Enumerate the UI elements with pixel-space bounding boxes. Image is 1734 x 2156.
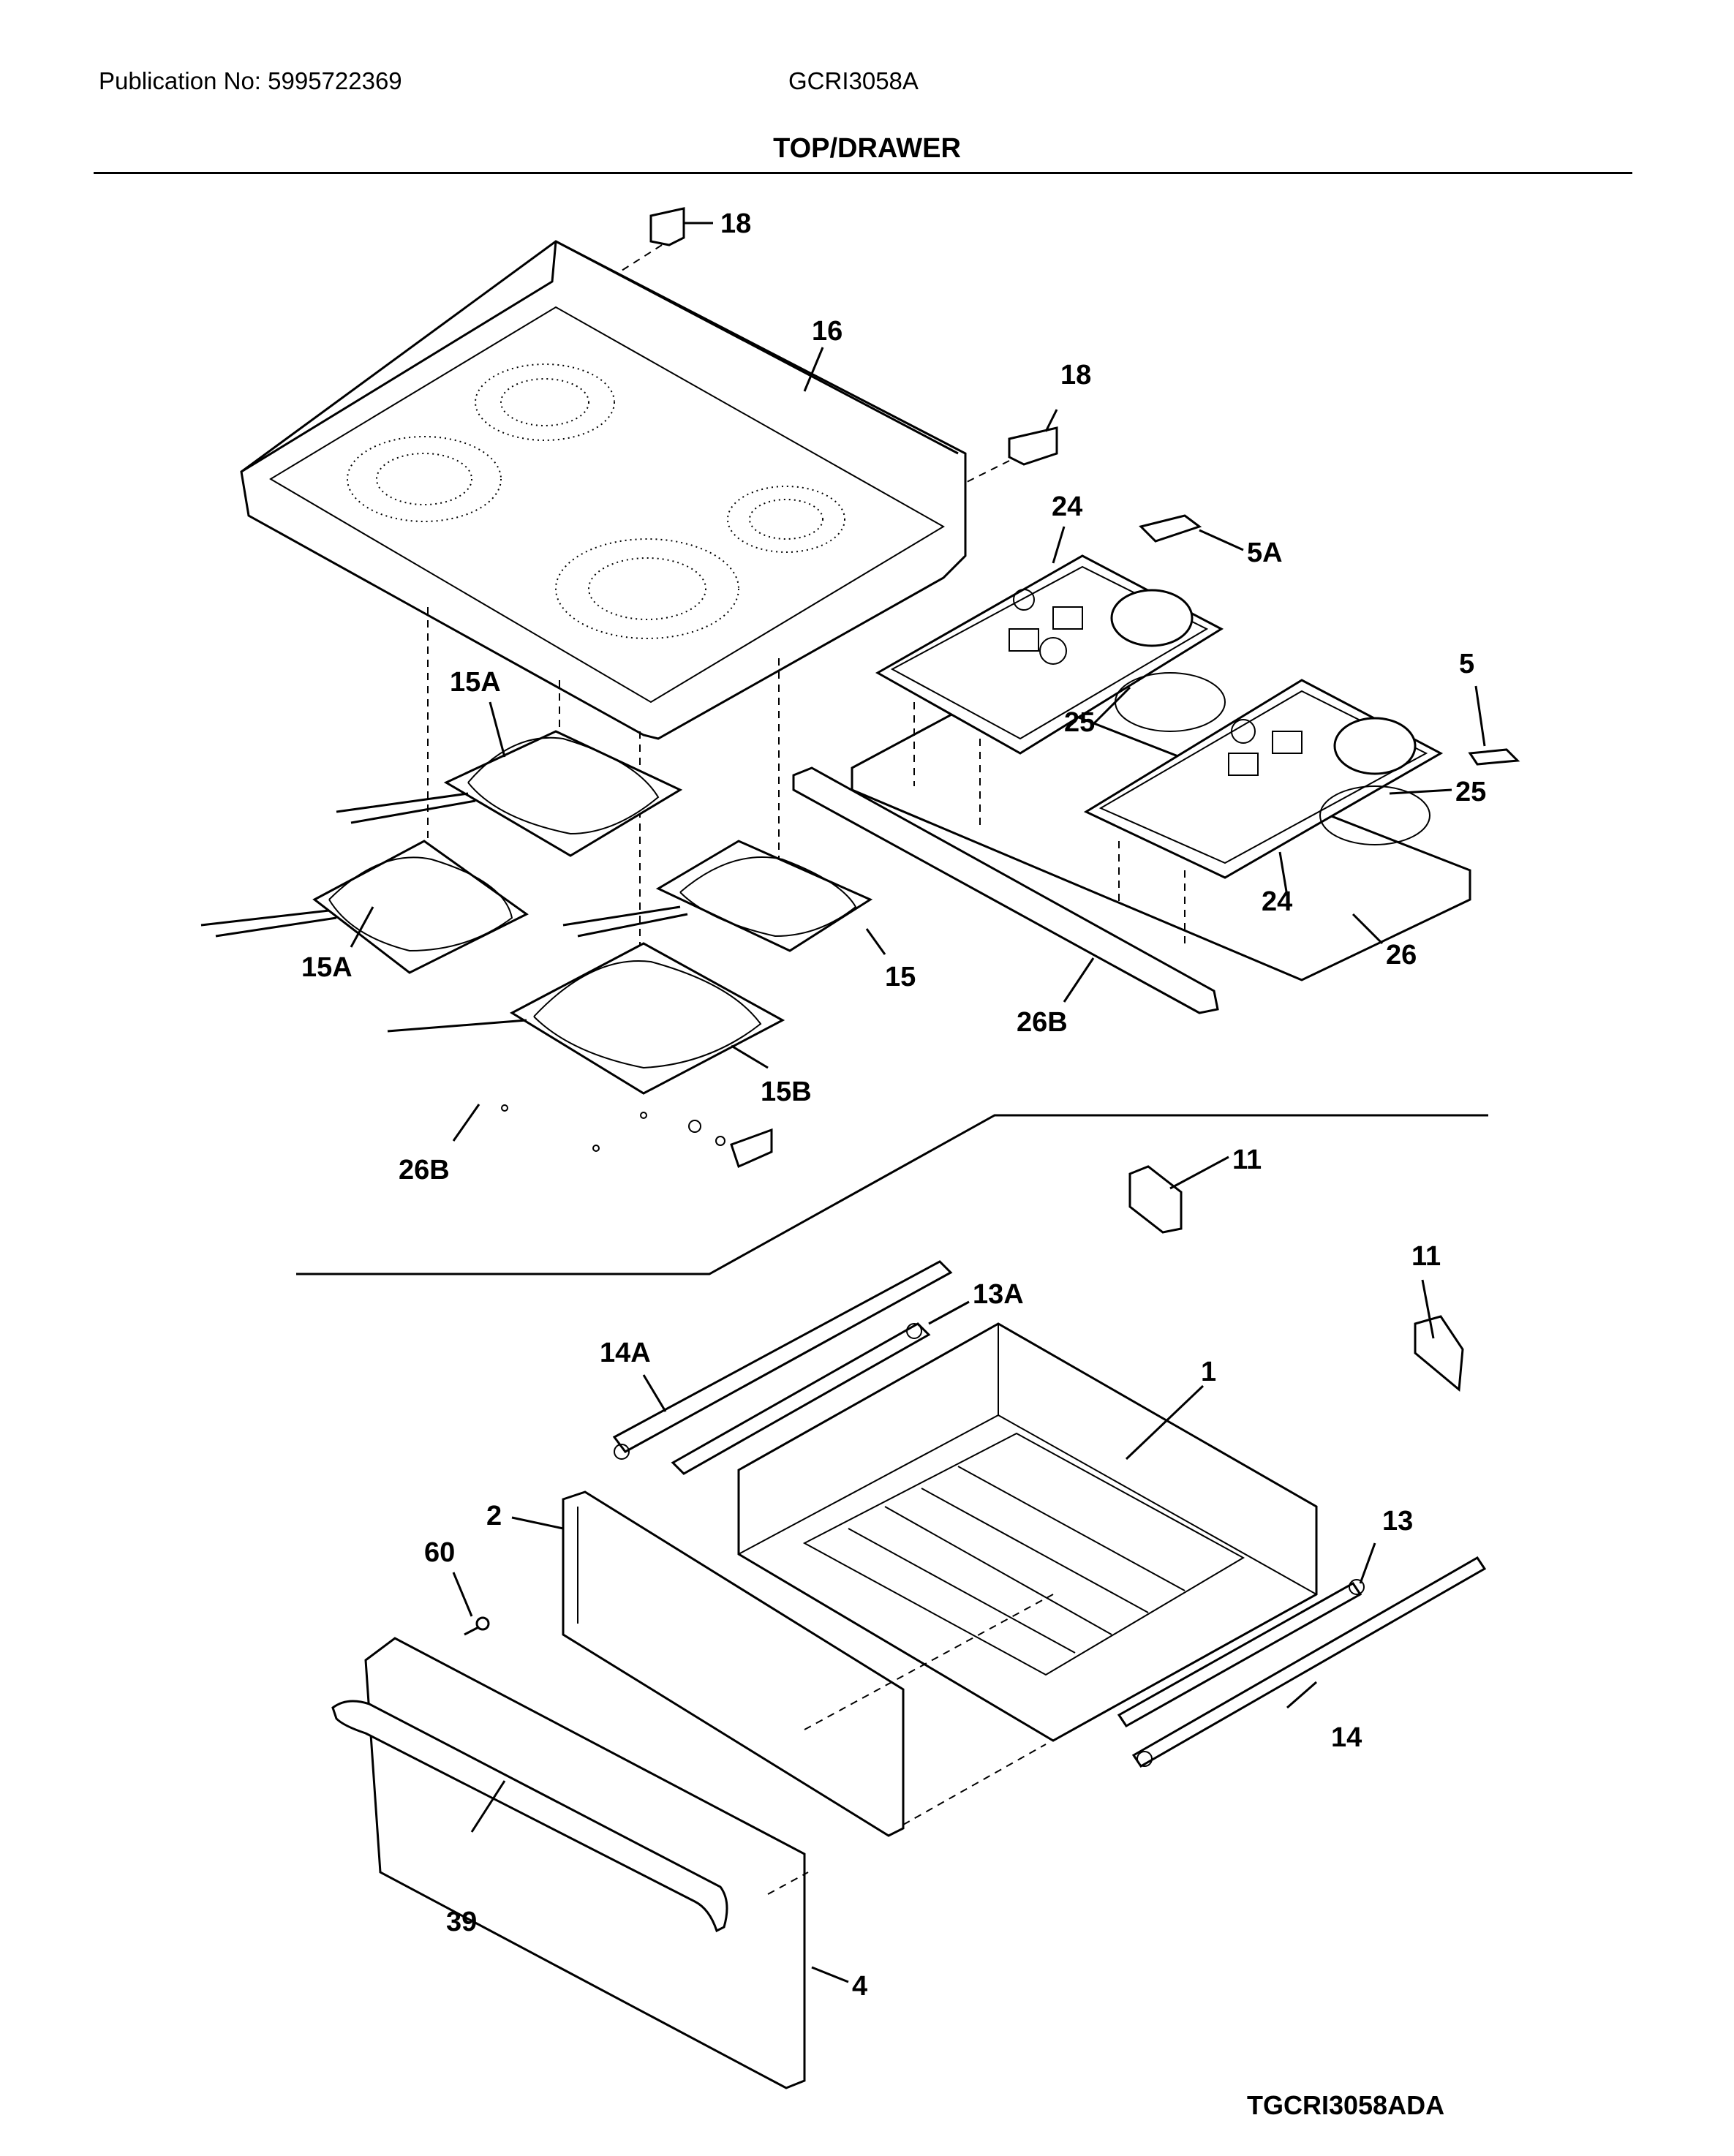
- element-15: [562, 840, 873, 952]
- header-rule: [94, 172, 1632, 174]
- callout-14: 14: [1331, 1722, 1362, 1753]
- publication-number: Publication No: 5995722369: [99, 67, 402, 94]
- drawer-handle-39: [331, 1700, 728, 1933]
- drawer-box-1: [737, 1322, 1318, 1742]
- callout-11-b: 11: [1411, 1241, 1441, 1272]
- callout-18-right: 18: [1060, 360, 1091, 391]
- clip-5a: [1139, 514, 1202, 543]
- support-bar-26b: [792, 766, 1219, 1014]
- callout-15a-bottom: 15A: [301, 952, 353, 983]
- callout-15: 15: [885, 962, 916, 992]
- callout-5: 5: [1459, 649, 1474, 679]
- drawer-front-panel-2: [562, 1490, 905, 1837]
- drawing-code: TGCRI3058ADA: [1247, 2090, 1445, 2120]
- callout-1: 1: [1201, 1357, 1216, 1387]
- bracket-11-b: [1414, 1315, 1464, 1392]
- callout-14a: 14A: [600, 1338, 651, 1368]
- callout-5a: 5A: [1247, 538, 1283, 568]
- callout-4: 4: [852, 1971, 867, 2002]
- callout-25-top: 25: [1064, 707, 1095, 738]
- callout-13: 13: [1382, 1506, 1413, 1537]
- callout-2: 2: [486, 1501, 502, 1531]
- callout-15a-top: 15A: [450, 667, 501, 698]
- element-15b: [387, 942, 785, 1095]
- section-title: TOP/DRAWER: [773, 133, 961, 164]
- callout-60: 60: [424, 1537, 455, 1568]
- callout-25-bottom: 25: [1455, 777, 1486, 807]
- screw-60: [464, 1616, 490, 1636]
- callout-39: 39: [446, 1907, 477, 1937]
- element-15a-top: [336, 730, 683, 857]
- callout-13a: 13A: [973, 1279, 1024, 1310]
- callout-11-a: 11: [1232, 1145, 1262, 1175]
- callout-15b: 15B: [761, 1077, 812, 1107]
- section-divider: [296, 1114, 1488, 1275]
- cooktop-glass-top: [240, 240, 967, 740]
- fan-25-bottom: [1319, 717, 1430, 845]
- callout-24-bottom: 24: [1262, 886, 1292, 917]
- callout-24-top: 24: [1052, 491, 1082, 522]
- drawer-slide-14: [1131, 1556, 1487, 1768]
- bracket-18-top: [649, 207, 685, 246]
- callout-26b-left: 26B: [399, 1155, 450, 1186]
- callout-18-top: 18: [720, 208, 751, 239]
- drawer-roller-13: [1117, 1579, 1365, 1727]
- model-number: GCRI3058A: [788, 67, 919, 94]
- element-15a-bottom: [200, 840, 529, 974]
- callout-26b-right: 26B: [1017, 1007, 1068, 1038]
- callout-16: 16: [812, 316, 843, 347]
- bracket-18-right: [1008, 426, 1058, 466]
- drawer-roller-13a: [671, 1322, 931, 1475]
- callout-26: 26: [1386, 940, 1417, 970]
- drawer-slide-14a: [612, 1260, 953, 1460]
- clip-5: [1468, 748, 1520, 766]
- bracket-11-a: [1128, 1165, 1183, 1234]
- drawer-door-4: [364, 1637, 806, 2089]
- leader-lines: [350, 222, 1486, 1983]
- fan-25-top: [1110, 589, 1226, 732]
